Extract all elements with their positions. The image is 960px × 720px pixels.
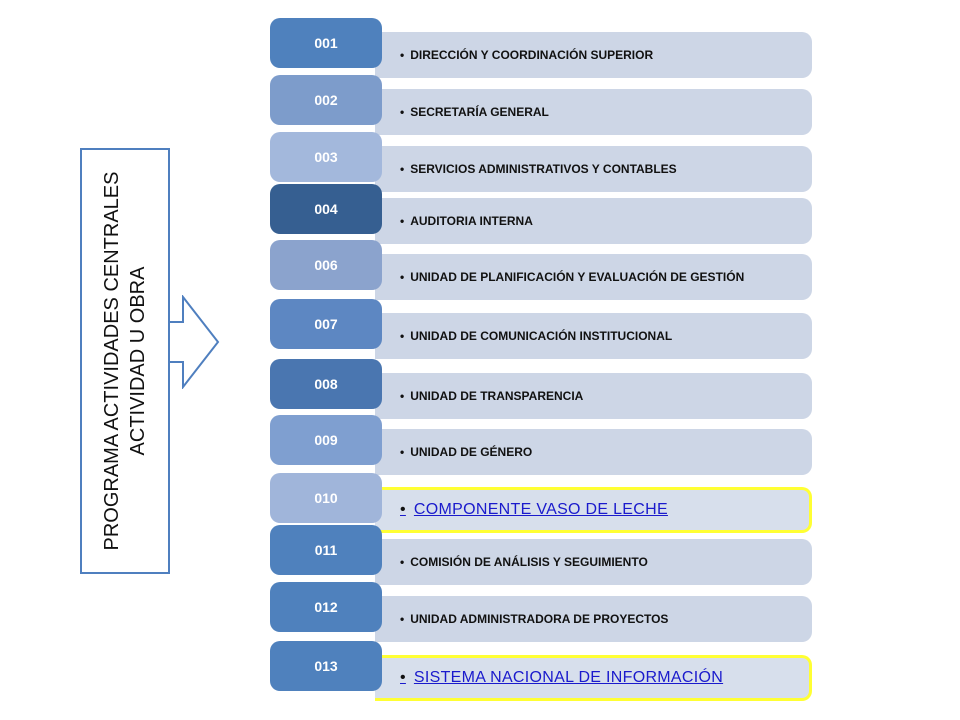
activity-code-badge: 006 xyxy=(270,240,382,290)
program-title: PROGRAMA ACTIVIDADES CENTRALES ACTIVIDAD… xyxy=(99,151,151,571)
activity-label-text: UNIDAD DE COMUNICACIÓN INSTITUCIONAL xyxy=(410,329,673,343)
activity-label-text: SERVICIOS ADMINISTRATIVOS Y CONTABLES xyxy=(410,162,677,176)
activity-row: 008 • UNIDAD DE TRANSPARENCIA xyxy=(270,359,812,419)
activity-label-text: UNIDAD DE PLANIFICACIÓN Y EVALUACIÓN DE … xyxy=(410,270,745,284)
activity-link[interactable]: • COMPONENTE VASO DE LECHE xyxy=(400,487,782,533)
bullet-icon: • xyxy=(400,105,405,119)
activity-bar xyxy=(375,198,812,244)
activity-label-text[interactable]: COMPONENTE VASO DE LECHE xyxy=(413,501,668,518)
right-arrow-icon xyxy=(168,295,220,389)
activity-code-badge: 011 xyxy=(270,525,382,575)
activity-row: 004 • AUDITORIA INTERNA xyxy=(270,184,812,244)
activity-bar xyxy=(375,655,812,701)
activity-label: • UNIDAD DE PLANIFICACIÓN Y EVALUACIÓN DE… xyxy=(400,254,782,300)
activity-bar xyxy=(375,146,812,192)
activity-label: • COMISIÓN DE ANÁLISIS Y SEGUIMIENTO xyxy=(400,539,782,585)
activity-bar xyxy=(375,539,812,585)
activity-bar xyxy=(375,254,812,300)
activity-label: • AUDITORIA INTERNA xyxy=(400,198,782,244)
activity-code-badge: 001 xyxy=(270,18,382,68)
activity-row[interactable]: 010 • COMPONENTE VASO DE LECHE xyxy=(270,473,812,533)
activity-label-text: UNIDAD DE TRANSPARENCIA xyxy=(410,389,584,403)
activity-row: 001 • DIRECCIÓN Y COORDINACIÓN SUPERIOR xyxy=(270,18,812,78)
bullet-icon: • xyxy=(400,162,405,176)
activity-row: 012 • UNIDAD ADMINISTRADORA DE PROYECTOS xyxy=(270,582,812,642)
activity-label-text: AUDITORIA INTERNA xyxy=(410,214,533,228)
activity-bar xyxy=(375,89,812,135)
activity-link[interactable]: • SISTEMA NACIONAL DE INFORMACIÓN xyxy=(400,655,782,701)
bullet-icon: • xyxy=(400,329,405,343)
activity-row: 009 • UNIDAD DE GÉNERO xyxy=(270,415,812,475)
activity-code-badge: 010 xyxy=(270,473,382,523)
program-title-line-2: ACTIVIDAD U OBRA xyxy=(127,266,149,456)
bullet-icon: • xyxy=(400,555,405,569)
activity-label: • SERVICIOS ADMINISTRATIVOS Y CONTABLES xyxy=(400,146,782,192)
activity-row: 002 • SECRETARÍA GENERAL xyxy=(270,75,812,135)
activity-label: • UNIDAD DE COMUNICACIÓN INSTITUCIONAL xyxy=(400,313,782,359)
activity-code-badge: 012 xyxy=(270,582,382,632)
activity-bar xyxy=(375,429,812,475)
activity-row: 003 • SERVICIOS ADMINISTRATIVOS Y CONTABLE… xyxy=(270,132,812,192)
program-title-line-1: PROGRAMA ACTIVIDADES CENTRALES xyxy=(101,171,123,551)
activity-code-badge: 009 xyxy=(270,415,382,465)
bullet-icon: • xyxy=(400,389,405,403)
bullet-icon: • xyxy=(400,48,405,62)
activity-label-text: COMISIÓN DE ANÁLISIS Y SEGUIMIENTO xyxy=(410,555,648,569)
activity-label: • UNIDAD DE GÉNERO xyxy=(400,429,782,475)
activity-label-text: SECRETARÍA GENERAL xyxy=(410,105,549,119)
activity-code-badge: 004 xyxy=(270,184,382,234)
bullet-icon: • xyxy=(400,445,405,459)
bullet-icon: • xyxy=(400,501,406,518)
activity-label: • SECRETARÍA GENERAL xyxy=(400,89,782,135)
activity-label-text[interactable]: SISTEMA NACIONAL DE INFORMACIÓN xyxy=(413,669,724,686)
activity-code-badge: 003 xyxy=(270,132,382,182)
program-box xyxy=(80,148,170,574)
bullet-icon: • xyxy=(400,214,405,228)
activity-bar xyxy=(375,373,812,419)
activity-bar xyxy=(375,313,812,359)
activity-row: 007 • UNIDAD DE COMUNICACIÓN INSTITUCIONAL xyxy=(270,299,812,359)
activity-label: • DIRECCIÓN Y COORDINACIÓN SUPERIOR xyxy=(400,32,782,78)
bullet-icon: • xyxy=(400,270,405,284)
activity-row: 011 • COMISIÓN DE ANÁLISIS Y SEGUIMIENTO xyxy=(270,525,812,585)
activity-code-badge: 002 xyxy=(270,75,382,125)
activity-code-badge: 007 xyxy=(270,299,382,349)
activity-label-text: UNIDAD DE GÉNERO xyxy=(410,445,533,459)
activity-label-text: UNIDAD ADMINISTRADORA DE PROYECTOS xyxy=(410,612,669,626)
activity-row: 006 • UNIDAD DE PLANIFICACIÓN Y EVALUACIÓN… xyxy=(270,240,812,300)
activity-code-badge: 008 xyxy=(270,359,382,409)
activity-bar xyxy=(375,32,812,78)
activity-bar xyxy=(375,487,812,533)
activity-row[interactable]: 013 • SISTEMA NACIONAL DE INFORMACIÓN xyxy=(270,641,812,701)
activity-label: • UNIDAD ADMINISTRADORA DE PROYECTOS xyxy=(400,596,782,642)
activity-code-badge: 013 xyxy=(270,641,382,691)
activity-bar xyxy=(375,596,812,642)
activity-label-text: DIRECCIÓN Y COORDINACIÓN SUPERIOR xyxy=(410,48,654,62)
activity-label: • UNIDAD DE TRANSPARENCIA xyxy=(400,373,782,419)
bullet-icon: • xyxy=(400,669,406,686)
bullet-icon: • xyxy=(400,612,405,626)
